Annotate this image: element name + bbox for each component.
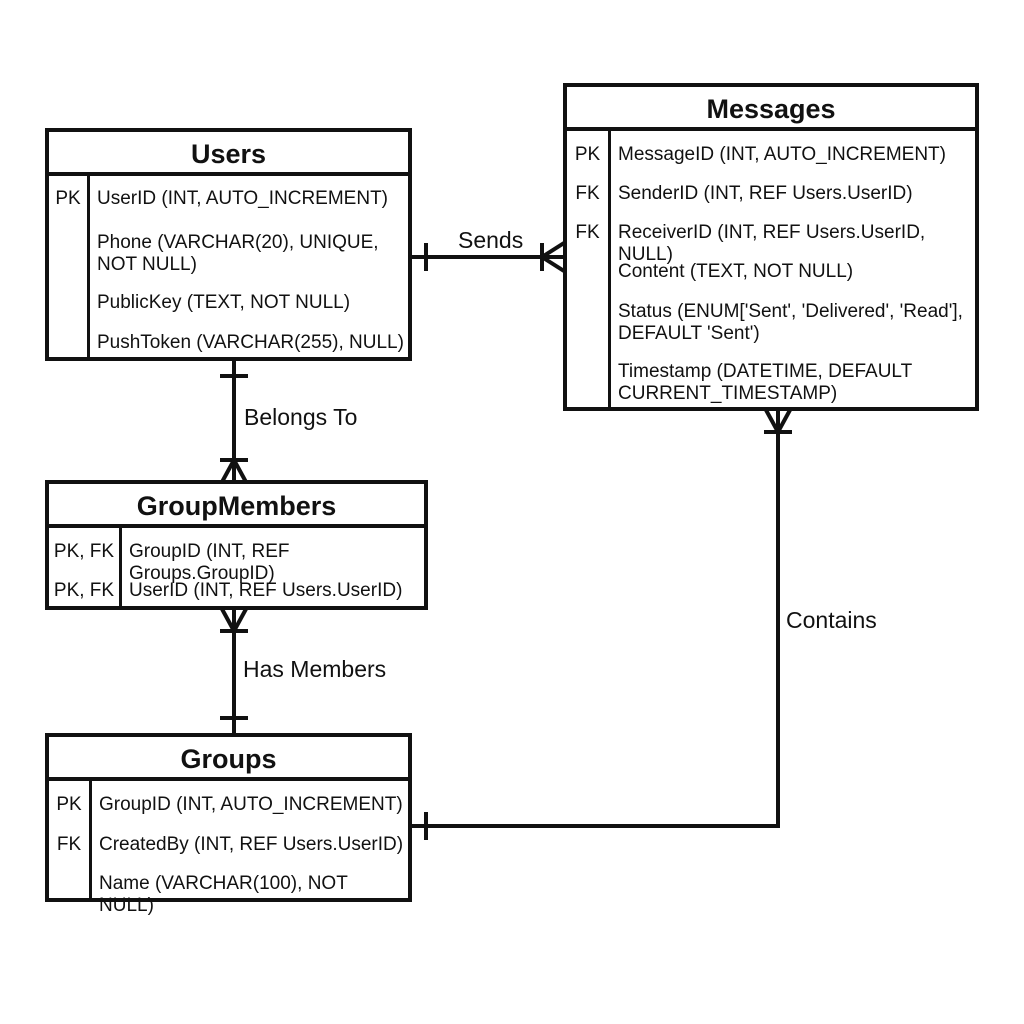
group-members-key-divider [119,528,122,606]
messages-field-4: Content (TEXT, NOT NULL) [618,261,854,282]
belongs-to-label: Belongs To [244,404,358,430]
groups-field-2-key: FK [56,834,82,855]
groups-field-1: GroupID (INT, AUTO_INCREMENT) [99,794,403,815]
users-entity-body: PK UserID (INT, AUTO_INCREMENT) Phone (V… [49,176,408,357]
users-field-4: PushToken (VARCHAR(255), NULL) [97,332,404,353]
group-members-entity-title: GroupMembers [49,484,424,528]
contains-label: Contains [786,607,877,633]
messages-entity-title: Messages [567,87,975,131]
messages-field-2: SenderID (INT, REF Users.UserID) [618,183,913,204]
groups-entity[interactable]: Groups PK GroupID (INT, AUTO_INCREMENT) … [45,733,412,916]
group-members-field-1-key: PK, FK [53,541,115,562]
groups-field-1-key: PK [56,794,82,815]
group-members-field-2: UserID (INT, REF Users.UserID) [129,580,403,601]
has-members-crow-right-prong [231,606,249,634]
messages-key-divider [608,131,611,407]
sends-crow-upper-prong [539,240,567,260]
groups-field-2: CreatedBy (INT, REF Users.UserID) [99,834,404,855]
users-entity-title: Users [49,132,408,176]
has-members-label: Has Members [243,656,387,682]
sends-label: Sends [458,227,524,253]
has-members-crow-left-prong [219,606,237,634]
messages-entity-body: PK MessageID (INT, AUTO_INCREMENT) FK Se… [567,131,975,407]
contains-crow-right-prong [775,407,793,435]
users-field-1-key: PK [55,188,81,209]
users-field-3: PublicKey (TEXT, NOT NULL) [97,292,351,313]
contains-crow-left-prong [763,407,781,435]
group-members-field-1: GroupID (INT, REF Groups.GroupID) [129,541,290,584]
group-members-field-2-key: PK, FK [53,580,115,601]
users-field-2: Phone (VARCHAR(20), UNIQUE, NOT NULL) [97,232,379,275]
messages-field-1-key: PK [574,144,601,165]
belongs-to-crow-right-prong [231,457,249,485]
messages-field-2-key: FK [575,183,600,204]
messages-field-1: MessageID (INT, AUTO_INCREMENT) [618,144,946,165]
messages-field-3: ReceiverID (INT, REF Users.UserID, NULL) [618,222,926,265]
groups-key-divider [89,781,92,898]
groups-field-3: Name (VARCHAR(100), NOT NULL) [99,873,348,916]
sends-crow-lower-prong [539,254,567,274]
belongs-to-crow-left-prong [219,457,237,485]
messages-field-3-key: FK [575,222,600,243]
users-key-divider [87,176,90,357]
users-entity[interactable]: Users PK UserID (INT, AUTO_INCREMENT) Ph… [45,128,412,361]
messages-field-6: Timestamp (DATETIME, DEFAULT CURRENT_TIM… [618,361,912,404]
messages-field-5: Status (ENUM['Sent', 'Delivered', 'Read'… [618,301,963,344]
messages-entity[interactable]: Messages PK MessageID (INT, AUTO_INCREME… [563,83,979,411]
groups-entity-body: PK GroupID (INT, AUTO_INCREMENT) FK Crea… [49,781,408,916]
groups-entity-title: Groups [49,737,408,781]
group-members-entity-body: PK, FK GroupID (INT, REF Groups.GroupID)… [49,528,424,606]
contains-connector-line [409,408,780,828]
group-members-entity[interactable]: GroupMembers PK, FK GroupID (INT, REF Gr… [45,480,428,610]
users-field-1: UserID (INT, AUTO_INCREMENT) [97,188,389,209]
